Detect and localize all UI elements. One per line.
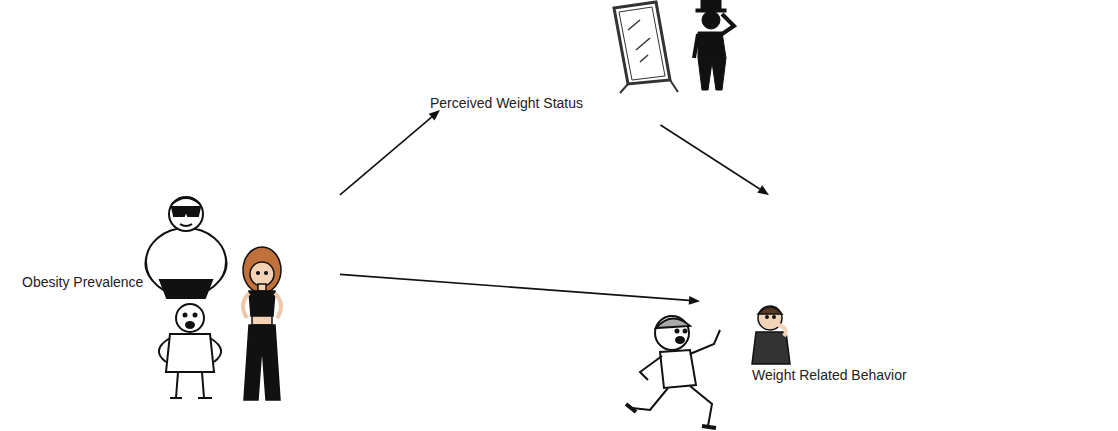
mirror-part [614, 2, 670, 84]
runner-part [684, 330, 687, 333]
old-man-part [166, 334, 214, 372]
arrow-head [757, 185, 769, 195]
woman-part [250, 262, 274, 286]
old-man-part [194, 314, 197, 317]
arrow-line [661, 125, 760, 189]
boy-part [758, 307, 782, 314]
mirror-part [619, 7, 665, 80]
concept-node: Perceived Weight Status [440, 0, 755, 125]
mirror [614, 2, 678, 93]
concept-node: Obesity Prevalence [15, 190, 340, 431]
runner-part [655, 316, 689, 350]
silhouette-part [694, 34, 698, 58]
arrow-line [340, 274, 689, 300]
runner-part [626, 404, 636, 412]
runner-part [656, 318, 690, 328]
arrow-connector [340, 274, 700, 305]
silhouette-part [698, 32, 726, 90]
woman-part [243, 293, 249, 318]
silhouette [694, 0, 734, 90]
node-label: Perceived Weight Status [430, 95, 610, 112]
silhouette-part [702, 11, 720, 29]
old-man-part [176, 304, 204, 332]
runner-part [690, 386, 712, 426]
old-man-part [198, 397, 212, 399]
obese-man-part [180, 224, 192, 226]
runner-part [676, 337, 684, 343]
runner-part [640, 356, 662, 380]
runner [626, 316, 720, 428]
obese-man-part [172, 207, 200, 216]
boy-part [776, 324, 786, 336]
woman-part [265, 272, 268, 275]
old-man-part [210, 338, 221, 362]
old-man-part [170, 397, 182, 399]
woman-part [252, 316, 272, 325]
woman [243, 247, 281, 400]
node-label: Obesity Prevalence [22, 274, 162, 291]
obese-man-part [172, 198, 200, 204]
old-man-part [159, 338, 170, 362]
obese-man-part [169, 197, 203, 231]
mirror-part [640, 55, 648, 62]
woman-part [257, 272, 260, 275]
mirror-part [620, 84, 628, 93]
old-man-part [184, 314, 187, 317]
silhouette-part [722, 14, 734, 34]
old-man-part [176, 372, 178, 398]
boy-part [773, 316, 775, 318]
runner-part [676, 330, 679, 333]
old-man [159, 304, 221, 398]
boy-part [766, 316, 768, 318]
mirror-part [628, 20, 640, 30]
obese-man-part [160, 280, 212, 298]
obese-man [145, 197, 226, 298]
old-man-part [202, 372, 204, 398]
arrow-connector [661, 125, 770, 195]
boy [752, 306, 790, 364]
woman-part [243, 247, 281, 293]
runner-part [660, 350, 696, 388]
woman-part [249, 291, 275, 316]
mirror-part [670, 80, 678, 92]
boy-part [752, 332, 790, 364]
woman-part [258, 284, 266, 291]
woman-part [275, 293, 281, 318]
arrow-line [340, 117, 432, 195]
arrow-head [429, 110, 440, 121]
arrow-head [689, 296, 700, 305]
runner-part [702, 426, 716, 428]
runner-part [632, 388, 668, 410]
node-label: Weight Related Behavior [752, 367, 927, 384]
old-man-part [186, 322, 194, 328]
woman-part [244, 325, 280, 400]
runner-part [690, 330, 720, 354]
concept-node: Weight Related Behavior [700, 195, 930, 431]
arrow-connector [340, 110, 440, 195]
mirror-part [636, 38, 650, 50]
